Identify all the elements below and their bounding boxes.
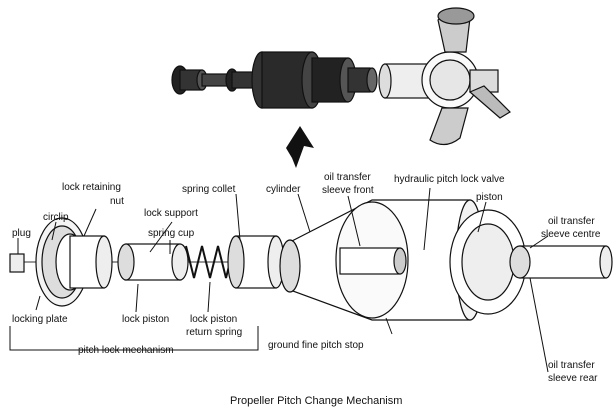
label-return-spring: return spring xyxy=(186,327,242,338)
label-oil-transfer-front-2: sleeve front xyxy=(322,185,374,196)
label-piston: piston xyxy=(476,192,503,203)
label-locking-plate: locking plate xyxy=(12,314,68,325)
label-lock-support: lock support xyxy=(144,208,198,219)
labels: lock retaining nut circlip plug lock sup… xyxy=(12,172,601,384)
exploded-view-illustration xyxy=(9,199,613,321)
label-oil-transfer-centre-2: sleeve centre xyxy=(541,229,601,240)
label-cylinder: cylinder xyxy=(266,184,301,195)
figure-caption: Propeller Pitch Change Mechanism xyxy=(230,395,402,407)
label-lock-piston: lock piston xyxy=(122,314,169,325)
label-oil-transfer-rear-2: sleeve rear xyxy=(548,373,598,384)
label-ground-fine-pitch-stop: ground fine pitch stop xyxy=(268,340,364,351)
label-oil-transfer-front-1: oil transfer xyxy=(324,172,371,183)
label-spring-collet: spring collet xyxy=(182,184,236,195)
label-spring-cup: spring cup xyxy=(148,228,195,239)
label-nut: nut xyxy=(110,196,124,207)
up-arrow-icon xyxy=(286,126,314,168)
label-circlip: circlip xyxy=(43,212,69,223)
label-lock-retaining: lock retaining xyxy=(62,182,121,193)
label-plug: plug xyxy=(12,228,31,239)
label-oil-transfer-rear-1: oil transfer xyxy=(548,360,595,371)
label-pitch-lock-mechanism: pitch lock mechanism xyxy=(78,345,174,356)
label-hydraulic-pitch-lock-valve: hydraulic pitch lock valve xyxy=(394,174,505,185)
top-assembly-illustration xyxy=(171,7,511,146)
label-oil-transfer-centre-1: oil transfer xyxy=(548,216,595,227)
leader-lines xyxy=(9,187,549,373)
label-lock-piston-1: lock piston xyxy=(190,314,237,325)
